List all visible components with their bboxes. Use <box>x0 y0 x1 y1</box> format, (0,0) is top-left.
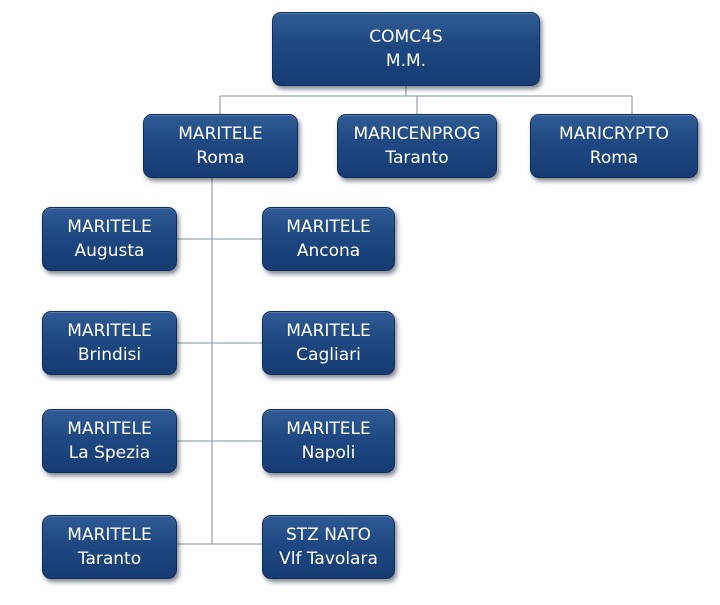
node-line1: MARITELE <box>67 525 152 545</box>
node-line2: Cagliari <box>296 345 361 365</box>
node-maricenprog-taranto: MARICENPROG Taranto <box>337 114 497 178</box>
node-maritele-roma: MARITELE Roma <box>143 114 298 178</box>
node-maritele-ancona: MARITELE Ancona <box>262 207 395 271</box>
node-comc4s: COMC4S M.M. <box>272 12 540 86</box>
node-line1: MARITELE <box>286 419 371 439</box>
node-stz-nato-tavolara: STZ NATO Vlf Tavolara <box>262 515 395 579</box>
node-line1: COMC4S <box>369 27 443 47</box>
node-line1: MARICENPROG <box>353 124 481 144</box>
node-line2: Vlf Tavolara <box>279 549 378 569</box>
node-maritele-la-spezia: MARITELE La Spezia <box>42 409 177 473</box>
node-line2: Napoli <box>301 443 356 463</box>
node-line2: M.M. <box>385 51 427 71</box>
node-maritele-brindisi: MARITELE Brindisi <box>42 311 177 375</box>
node-maritele-augusta: MARITELE Augusta <box>42 207 177 271</box>
node-line1: MARITELE <box>67 217 152 237</box>
node-line2: Brindisi <box>77 345 142 365</box>
node-line1: MARITELE <box>178 124 263 144</box>
node-line1: MARICRYPTO <box>558 124 670 144</box>
node-line2: Roma <box>196 148 245 168</box>
node-maricrypto-roma: MARICRYPTO Roma <box>530 114 698 178</box>
node-line1: MARITELE <box>286 321 371 341</box>
node-line1: MARITELE <box>67 419 152 439</box>
node-line2: Taranto <box>77 549 142 569</box>
node-line1: MARITELE <box>286 217 371 237</box>
node-maritele-taranto: MARITELE Taranto <box>42 515 177 579</box>
node-line1: MARITELE <box>67 321 152 341</box>
node-maritele-cagliari: MARITELE Cagliari <box>262 311 395 375</box>
node-line2: Taranto <box>385 148 449 168</box>
node-line2: Ancona <box>296 241 361 261</box>
node-line2: La Spezia <box>68 443 151 463</box>
node-line2: Augusta <box>74 241 145 261</box>
node-line1: STZ NATO <box>285 525 372 545</box>
node-maritele-napoli: MARITELE Napoli <box>262 409 395 473</box>
node-line2: Roma <box>589 148 639 168</box>
